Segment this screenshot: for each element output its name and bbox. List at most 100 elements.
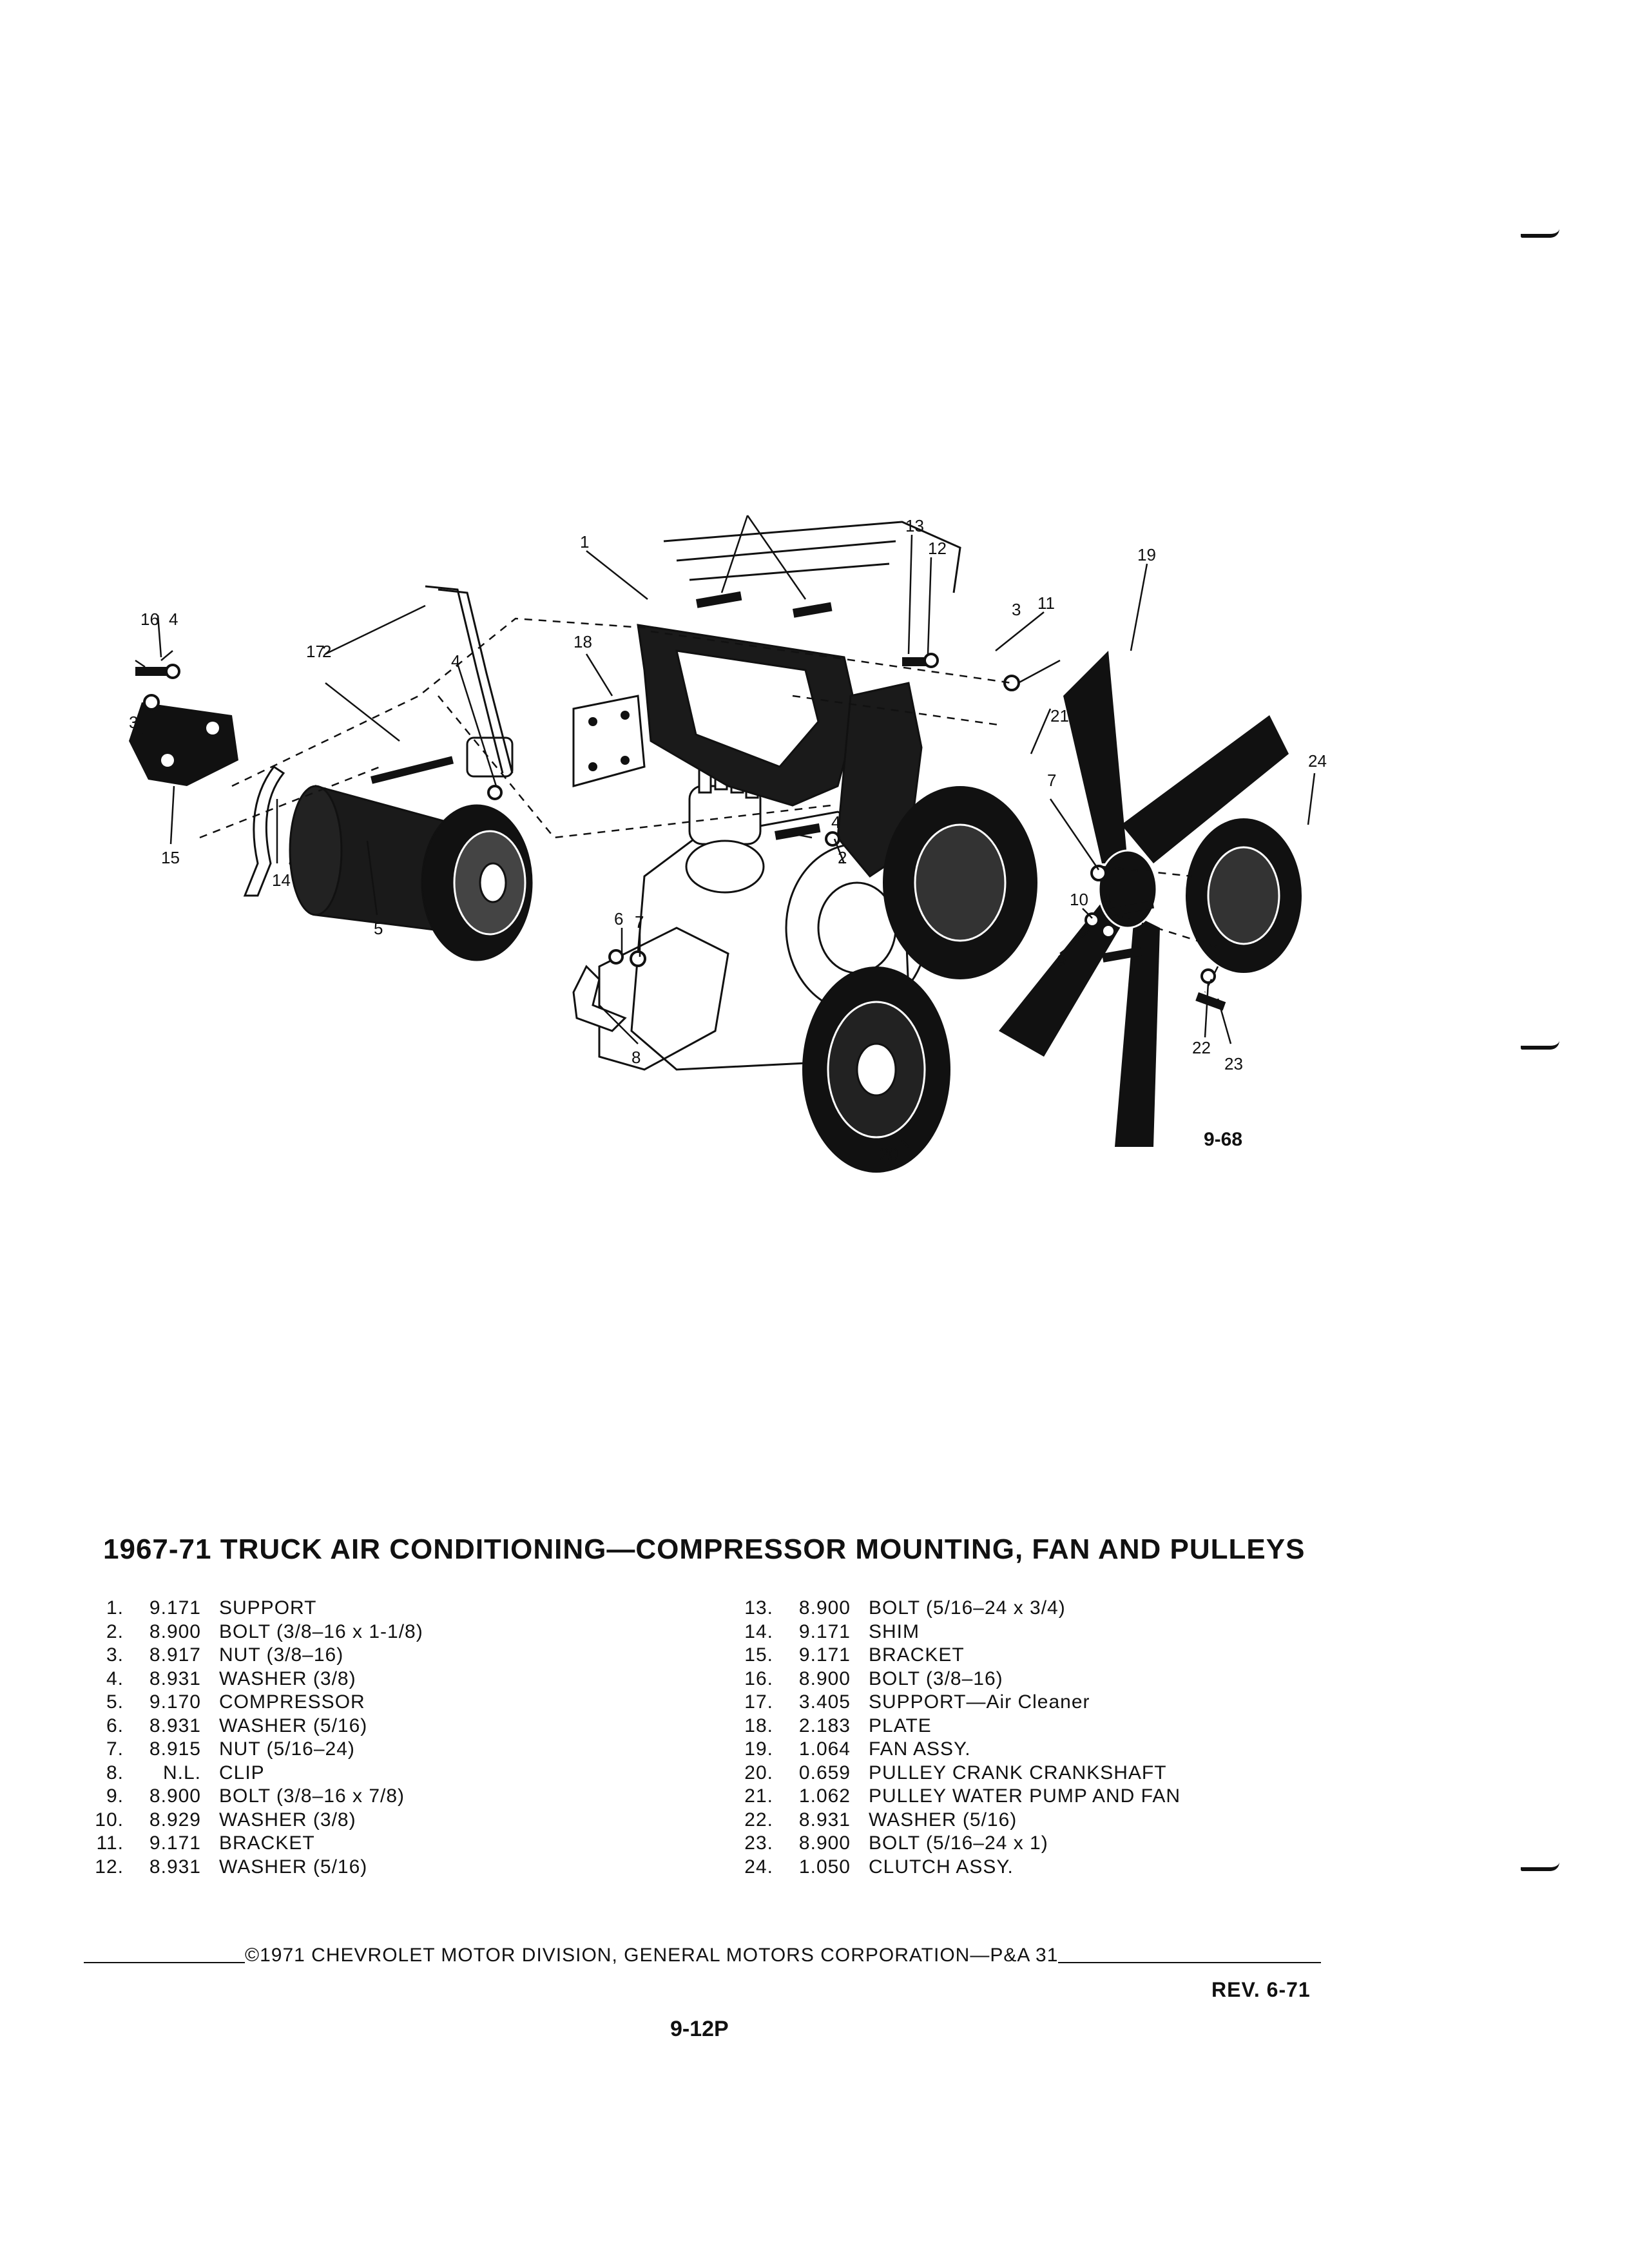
part-number: 3.405 <box>798 1691 851 1713</box>
svg-text:3: 3 <box>129 713 138 732</box>
parts-list-row: 1. 9.171 SUPPORT <box>71 1597 423 1620</box>
item-number: 13. <box>744 1597 773 1619</box>
support-bracket <box>637 624 858 807</box>
item-number: 3. <box>106 1644 124 1666</box>
part-number: 1.050 <box>798 1856 851 1878</box>
margin-mark <box>1521 1041 1559 1050</box>
item-number: 24. <box>744 1856 773 1878</box>
callout-15: 15 <box>161 848 180 867</box>
callout-12: 12 <box>928 539 947 558</box>
part-number: 9.171 <box>149 1597 201 1619</box>
part-description: CLUTCH ASSY. <box>869 1856 1014 1878</box>
callout-11: 11 <box>1037 593 1055 613</box>
part-number: 8.900 <box>149 1785 201 1807</box>
part-number: 8.931 <box>149 1667 201 1689</box>
part-description: BRACKET <box>869 1644 965 1666</box>
svg-text:2: 2 <box>838 848 847 867</box>
callout-19: 19 <box>1137 545 1156 564</box>
item-number: 7. <box>106 1738 124 1760</box>
part-description: WASHER (5/16) <box>869 1809 1017 1831</box>
svg-text:4: 4 <box>831 812 840 832</box>
part-description: WASHER (3/8) <box>219 1667 356 1689</box>
item-number: 5. <box>106 1691 124 1713</box>
part-description: BOLT (5/16–24 x 1) <box>869 1832 1048 1854</box>
item-number: 6. <box>106 1715 124 1736</box>
bracket-15 <box>129 702 238 786</box>
item-number: 14. <box>744 1620 773 1642</box>
margin-mark <box>1521 229 1559 238</box>
callout-18: 18 <box>574 632 592 651</box>
part-number: 9.170 <box>149 1691 201 1713</box>
callout-21: 21 <box>1050 706 1069 726</box>
fan-clutch <box>1186 818 1302 973</box>
item-number: 15. <box>744 1644 773 1666</box>
item-number: 4. <box>106 1667 124 1689</box>
item-number: 1. <box>106 1597 124 1619</box>
item-number: 20. <box>744 1762 773 1783</box>
item-number: 11. <box>96 1832 124 1854</box>
item-number: 23. <box>744 1832 773 1854</box>
revision-label: REV. 6-71 <box>1211 1978 1311 2001</box>
callout-17: 17 <box>306 642 325 661</box>
part-description: WASHER (5/16) <box>219 1715 368 1736</box>
part-description: PLATE <box>869 1715 932 1736</box>
item-number: 16. <box>744 1667 773 1689</box>
svg-text:4: 4 <box>1102 890 1111 909</box>
callout-13: 13 <box>905 516 924 535</box>
part-number: 8.931 <box>798 1809 851 1831</box>
part-number: 0.659 <box>798 1762 851 1783</box>
item-number: 18. <box>744 1715 773 1736</box>
part-number: 1.062 <box>798 1785 851 1807</box>
callout-22: 22 <box>1192 1038 1211 1057</box>
callout-14: 14 <box>272 870 291 890</box>
air-cleaner-support <box>425 585 514 778</box>
part-description: BOLT (5/16–24 x 3/4) <box>869 1597 1066 1619</box>
parts-list-row: 24. 1.050 CLUTCH ASSY. <box>720 1856 1181 1879</box>
part-description: SUPPORT <box>219 1597 317 1619</box>
callout-5: 5 <box>374 919 383 938</box>
callout-2: 2 <box>322 642 331 661</box>
callout-1: 1 <box>580 532 589 552</box>
svg-text:4: 4 <box>169 610 178 629</box>
callout-9: 9 <box>1057 951 1066 970</box>
callout-8: 8 <box>631 1048 641 1067</box>
leader-lines <box>135 515 1316 1148</box>
page-title: 1967-71 TRUCK AIR CONDITIONING—COMPRESSO… <box>103 1533 1306 1565</box>
footer-rule <box>84 1962 245 1963</box>
item-number: 12. <box>95 1856 124 1878</box>
alignment-lines <box>199 617 1219 993</box>
item-number: 21. <box>744 1785 773 1807</box>
clip <box>572 965 627 1032</box>
part-description: BRACKET <box>219 1832 315 1854</box>
part-description: FAN ASSY. <box>869 1738 971 1760</box>
callout-4: 4 <box>451 651 460 671</box>
margin-mark <box>1521 1862 1559 1871</box>
callout-23: 23 <box>1224 1054 1243 1073</box>
part-number: 8.900 <box>149 1620 201 1642</box>
part-description: NUT (5/16–24) <box>219 1738 355 1760</box>
part-number: 8.931 <box>149 1856 201 1878</box>
part-number: N.L. <box>162 1762 201 1783</box>
part-description: PULLEY WATER PUMP AND FAN <box>869 1785 1181 1807</box>
item-number: 19. <box>744 1738 773 1760</box>
part-number: 8.929 <box>149 1809 201 1831</box>
part-number: 8.900 <box>798 1667 851 1689</box>
callout-7: 7 <box>635 912 644 932</box>
part-description: CLIP <box>219 1762 265 1783</box>
part-description: SHIM <box>869 1620 920 1642</box>
part-description: BOLT (3/8–16) <box>869 1667 1003 1689</box>
